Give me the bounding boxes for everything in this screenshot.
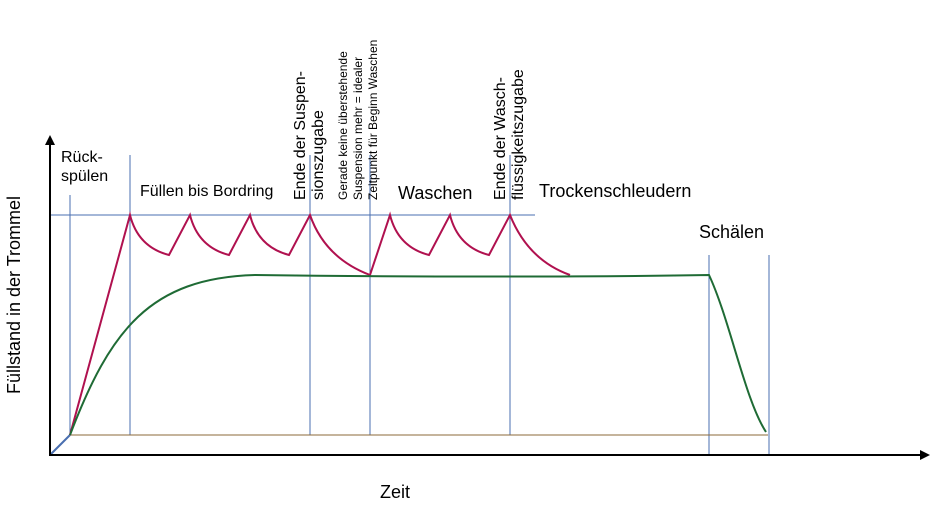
y-axis-label: Füllstand in der Trommel [4,196,24,394]
label-fuellen: Füllen bis Bordring [140,183,273,200]
label-waschen: Waschen [398,183,472,203]
x-axis-label: Zeit [380,482,410,502]
label-ideal-1: Gerade keine überstehende [336,51,350,200]
label-ende-suspension-1: Ende der Suspen- [292,71,309,200]
label-trockenschleudern: Trockenschleudern [539,181,691,201]
start-segment [49,434,71,456]
suspension-level-curve [69,211,571,436]
label-ende-wasch-2: flüssigkeitszugabe [510,69,527,200]
cake-level-curve [69,273,767,436]
label-ende-wasch-1: Ende der Wasch- [492,77,509,200]
label-ideal-3: Zeitpunkt für Beginn Waschen [366,40,380,200]
label-rueckspuelen-2: spülen [61,168,108,185]
label-schaelen: Schälen [699,222,764,242]
label-ende-suspension-2: sionszugabe [310,110,327,200]
label-ideal-2: Suspension mehr = idealer [351,57,365,200]
guide-lines [49,155,770,456]
label-rueckspuelen-1: Rück- [61,149,103,166]
